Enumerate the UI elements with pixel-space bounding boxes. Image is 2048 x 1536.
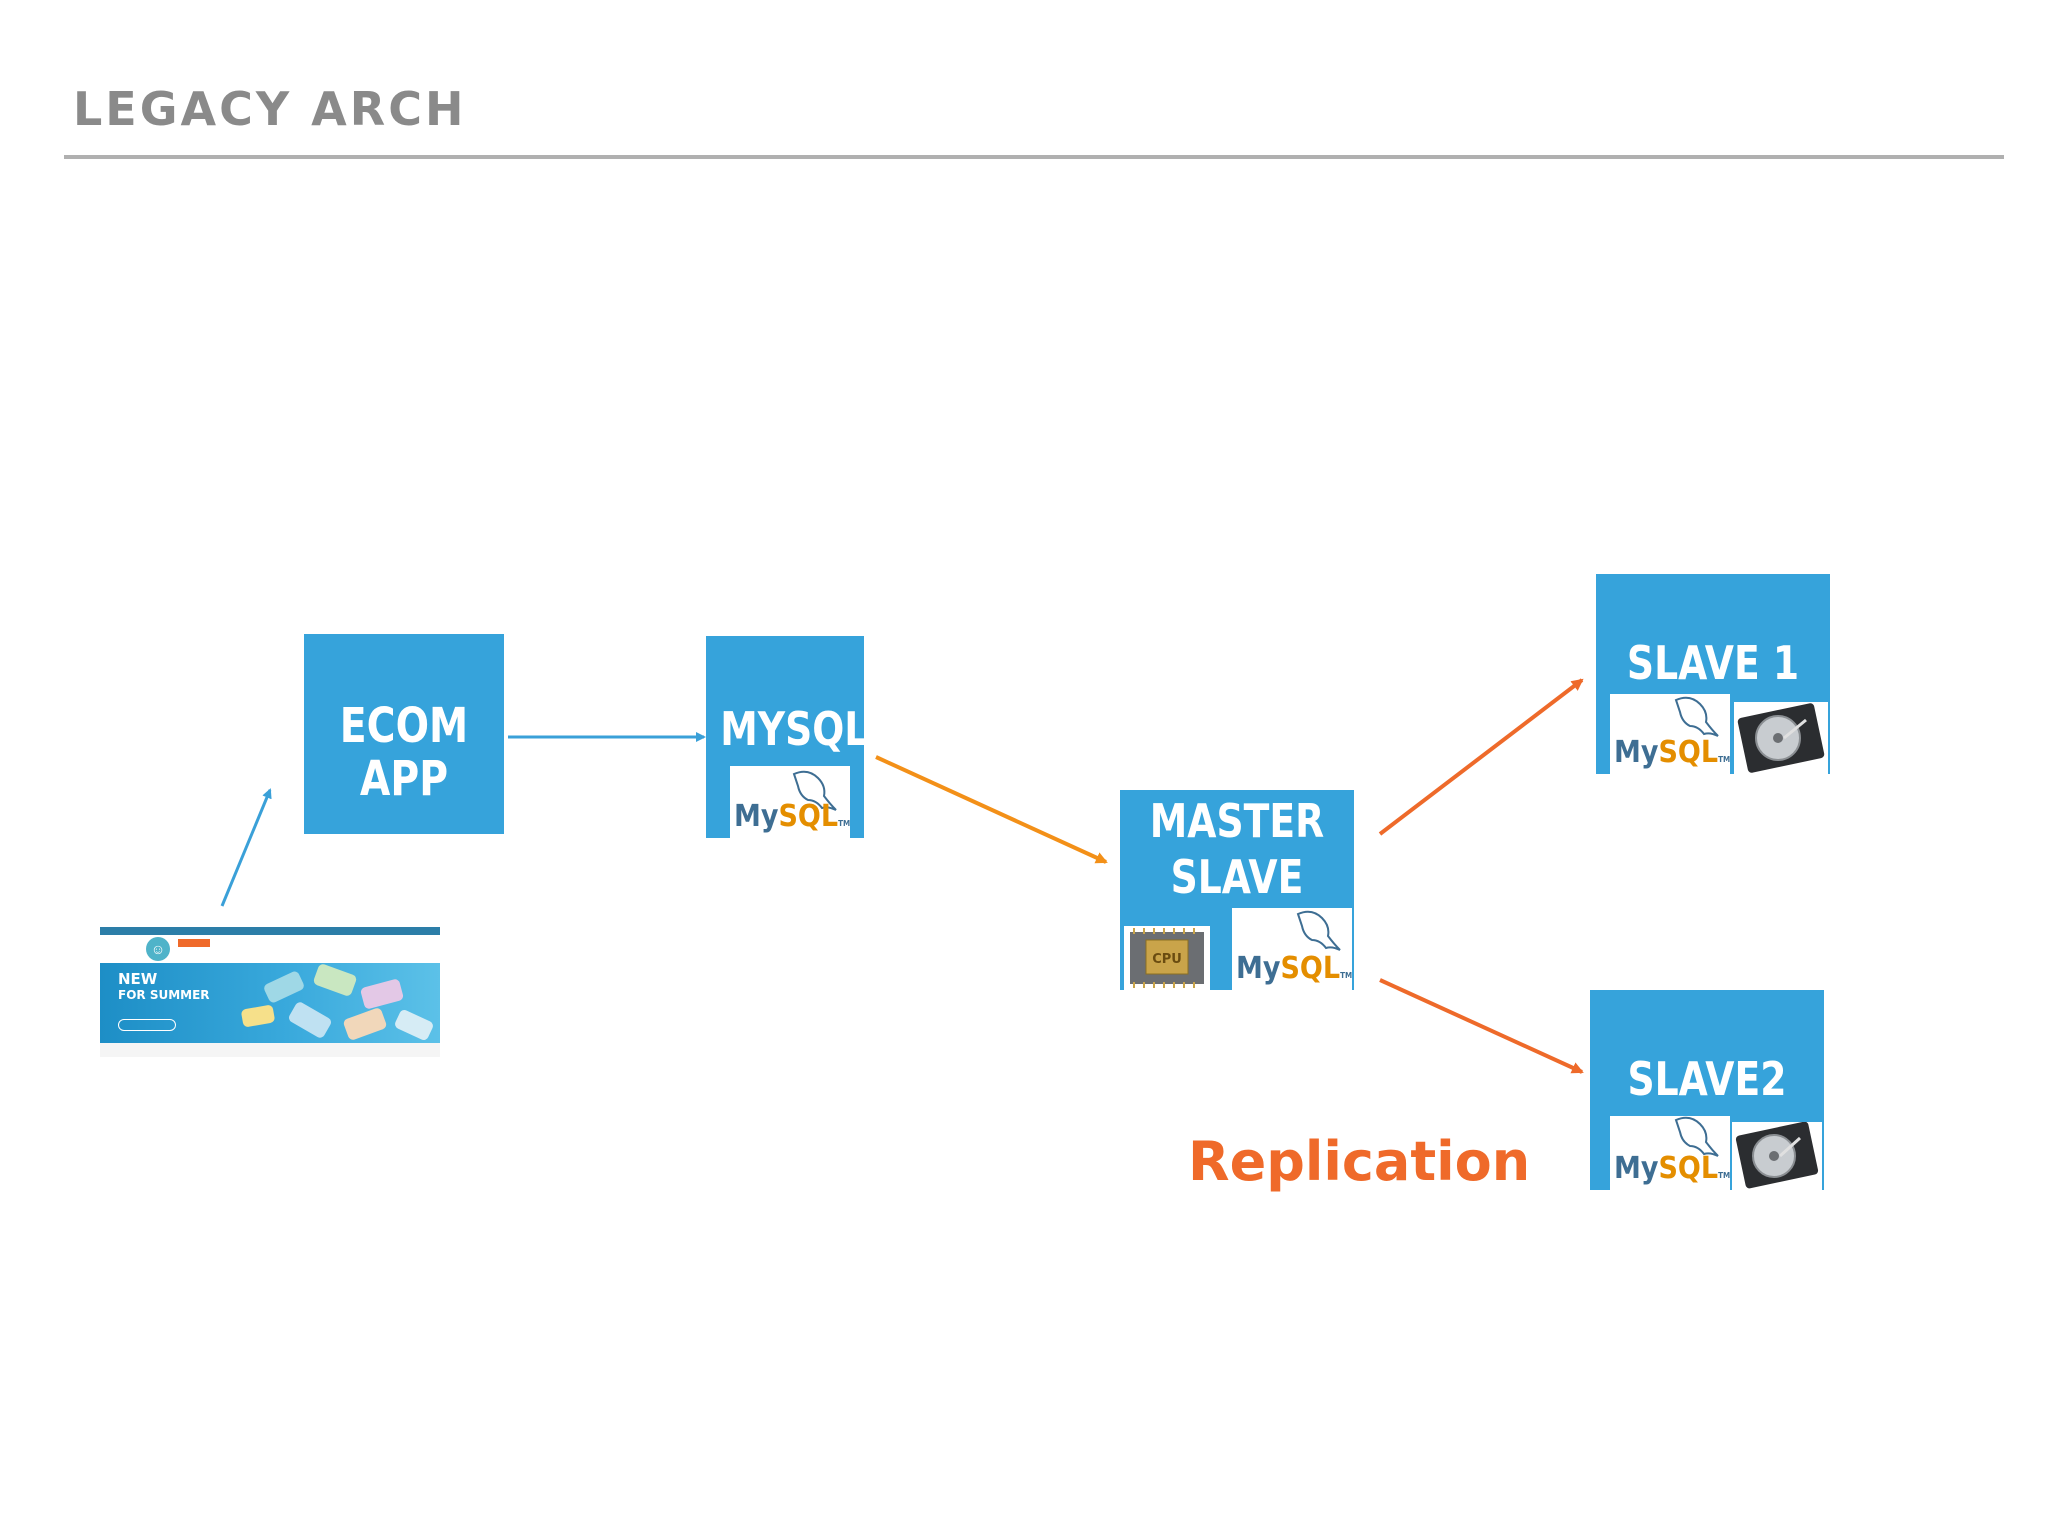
mysql-dolphin-logo [1296,910,1341,951]
slave1-label: SLAVE 1 [1626,636,1800,690]
thumb-product-1 [262,969,306,1005]
thumb-product-6 [393,1008,435,1042]
thumb-hero-banner: NEW FOR SUMMER [100,962,440,1043]
mysql-dolphin-logo [1674,1116,1719,1157]
replication-label: Replication [1188,1130,1531,1193]
mysql-logo-tile-slave2: MySQLTM [1610,1116,1730,1190]
thumb-brand-logo: ☺ [146,937,170,961]
slave2-label: SLAVE2 [1627,1052,1787,1106]
website-screenshot: ☺ NEW FOR SUMMER [100,927,440,1057]
slave-label: SLAVE [1170,850,1304,904]
hard-drive-tile-slave2 [1732,1122,1822,1190]
arrow-master-to-slave1 [1378,678,1584,836]
mysql-dolphin-logo [792,770,837,811]
mysql-dolphin-logo [1674,696,1719,737]
mysql-box: MYSQL MySQLTM [706,636,864,838]
thumb-orange-button [178,939,210,947]
hard-drive-icon [1735,1122,1819,1189]
master-slave-box: MASTER SLAVE CPU MySQLTM [1120,790,1354,990]
arrow-master-to-slave2 [1379,978,1584,1074]
thumb-product-2 [312,962,358,998]
thumb-nav-bar: ☺ [100,935,440,963]
thumb-product-7 [240,1004,276,1028]
thumb-top-bar [100,927,440,935]
mysql-logo-tile-master: MySQLTM [1232,908,1352,990]
mysql-label: MYSQL [720,702,864,756]
ecom-app-label: ECOM APP [339,698,469,807]
slave2-box: SLAVE2 MySQLTM [1590,990,1824,1190]
thumb-product-4 [287,1000,333,1040]
title-divider [64,155,2004,159]
hard-drive-icon [1737,703,1825,773]
mysql-logo-tile-slave1: MySQLTM [1610,694,1730,774]
slave1-box: SLAVE 1 MySQLTM [1596,574,1830,774]
svg-text:CPU: CPU [1152,952,1182,967]
thumb-product-5 [342,1006,388,1042]
cpu-chip-tile: CPU [1124,926,1210,990]
thumb-footer [100,1043,440,1057]
arrow-mysql-to-master [875,755,1108,864]
master-label: MASTER [1149,794,1325,848]
cpu-chip-icon: CPU [1130,928,1204,988]
ecom-app-box: ECOM APP [304,634,504,834]
thumb-hero-title: NEW FOR SUMMER [118,970,210,1002]
thumb-product-3 [359,978,405,1010]
thumb-hero-cta [118,1019,176,1031]
hard-drive-tile-slave1 [1734,702,1828,774]
arrow-site-to-ecom [220,788,272,907]
mysql-logo-tile: MySQLTM [730,766,850,838]
slide-title: LEGACY ARCH [73,82,467,136]
